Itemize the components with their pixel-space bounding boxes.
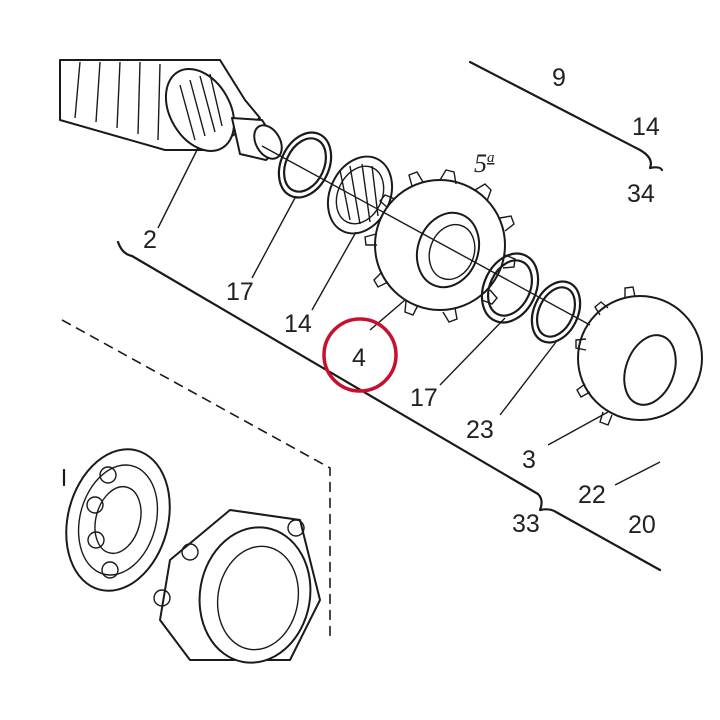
label-33: 33 — [512, 510, 540, 538]
label-2: 2 — [143, 226, 157, 254]
label-5th-superscript: a — [487, 150, 495, 166]
leader-lines — [157, 147, 661, 486]
bracket-9 — [468, 60, 664, 172]
gear-5th — [364, 169, 516, 323]
needle-bearing-14 — [326, 155, 394, 235]
label-5th: 5a — [474, 149, 495, 178]
label-3: 3 — [522, 446, 536, 474]
label-4: 4 — [352, 344, 366, 372]
label-20: 20 — [628, 511, 656, 539]
label-9: 9 — [552, 64, 566, 92]
gear-3 — [575, 286, 703, 426]
label-23: 23 — [466, 416, 494, 444]
dashed-guide — [61, 319, 331, 640]
label-14-top: 14 — [632, 113, 660, 141]
highlight-circle — [322, 317, 398, 393]
snap-ring-17-left — [277, 131, 333, 199]
label-22: 22 — [578, 481, 606, 509]
ring-23 — [530, 280, 582, 344]
snap-ring-17-right — [480, 252, 540, 324]
ball-bearing — [62, 448, 171, 592]
label-34: 34 — [627, 180, 655, 208]
center-line — [261, 145, 591, 326]
label-17-right: 17 — [410, 384, 438, 412]
label-17-left: 17 — [226, 278, 254, 306]
bracket-33 — [116, 240, 662, 572]
label-14: 14 — [284, 310, 312, 338]
bearing-flange — [153, 509, 321, 664]
shaft — [59, 59, 283, 161]
